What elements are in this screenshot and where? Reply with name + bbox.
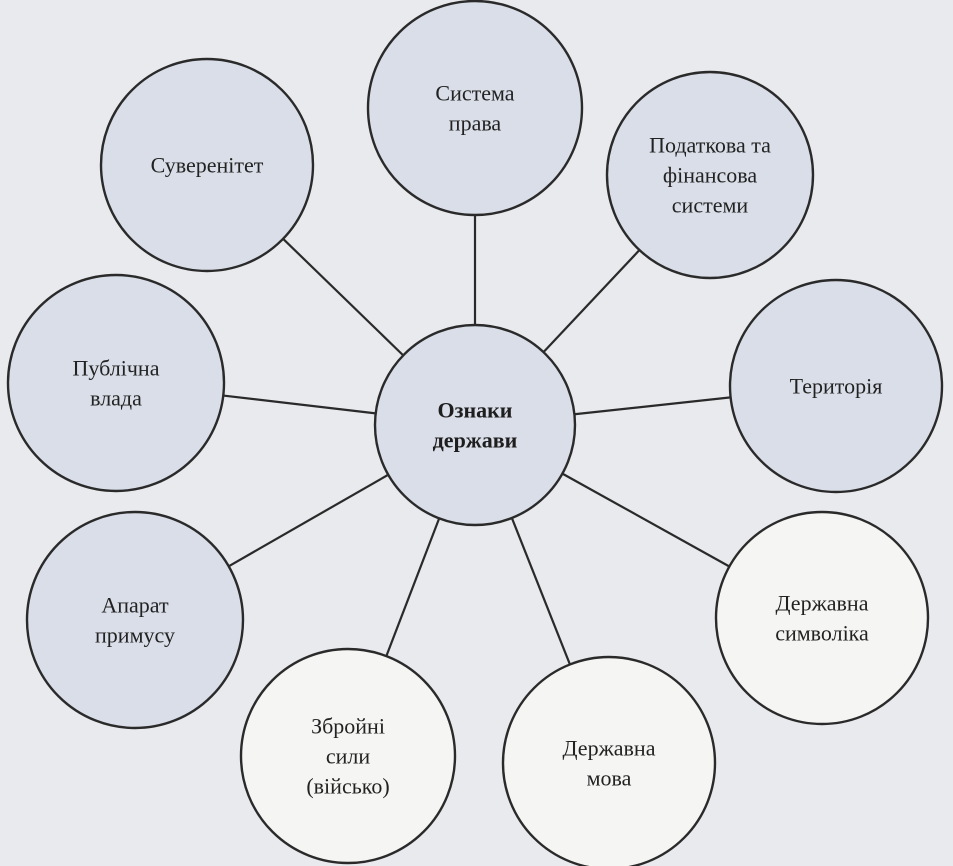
node-label-armed-forces: Збройні [311,714,385,739]
node-label-coercion-apparatus: примусу [95,623,175,648]
connector-line-armed-forces [385,517,441,657]
connector-line-territory [574,396,731,416]
node-legal-system: Система права [366,0,584,217]
node-label-tax-finance: Податкова та [649,133,771,158]
node-circle-legal-system [366,0,584,217]
connector-line-tax-finance [542,249,641,353]
connector-line-public-authority [223,394,376,415]
center-node: Ознаки держави [373,323,577,527]
node-label-public-authority: влада [90,386,142,411]
node-circle-coercion-apparatus [25,510,245,730]
connector-line-coercion-apparatus [228,473,389,568]
center-label: Ознаки [438,398,513,423]
node-state-language: Державна мова [501,655,717,866]
node-label-legal-system: права [449,111,502,136]
node-label-state-language: мова [587,766,632,791]
node-label-state-symbols: Державна [776,591,869,616]
node-tax-finance: Податкова та фінансова системи [605,70,815,280]
node-circle-state-language [501,655,717,866]
connector-line-state-symbols [561,472,730,568]
connector-line-state-language [510,517,571,665]
node-state-symbols: Державна символіка [714,510,930,726]
node-label-legal-system: Система [435,81,514,106]
node-label-sovereignty: Суверенітет [151,153,264,178]
node-label-public-authority: Публічна [73,356,160,381]
node-label-tax-finance: фінансова [663,163,758,188]
node-label-territory: Територія [790,374,883,399]
node-label-state-language: Державна [563,736,656,761]
center-node-group: Ознаки держави [373,323,577,527]
connector-line-sovereignty [282,238,404,357]
center-label: держави [433,428,518,453]
node-label-armed-forces: сили [326,744,371,769]
node-circle-sovereignty [99,57,315,273]
node-label-state-symbols: символіка [775,621,869,646]
node-label-coercion-apparatus: Апарат [101,593,169,618]
node-circle-armed-forces [239,647,457,865]
node-sovereignty: Суверенітет [99,57,315,273]
connectors [223,215,731,665]
node-armed-forces: Збройні сили (військо) [239,647,457,865]
node-label-armed-forces: (військо) [306,774,389,799]
node-circle-state-symbols [714,510,930,726]
node-circle-tax-finance [605,70,815,280]
node-public-authority: Публічна влада [6,273,226,493]
node-circle-territory [728,278,944,494]
node-territory: Територія [728,278,944,494]
node-coercion-apparatus: Апарат примусу [25,510,245,730]
node-circle-public-authority [6,273,226,493]
center-circle [373,323,577,527]
node-label-tax-finance: системи [672,193,749,218]
